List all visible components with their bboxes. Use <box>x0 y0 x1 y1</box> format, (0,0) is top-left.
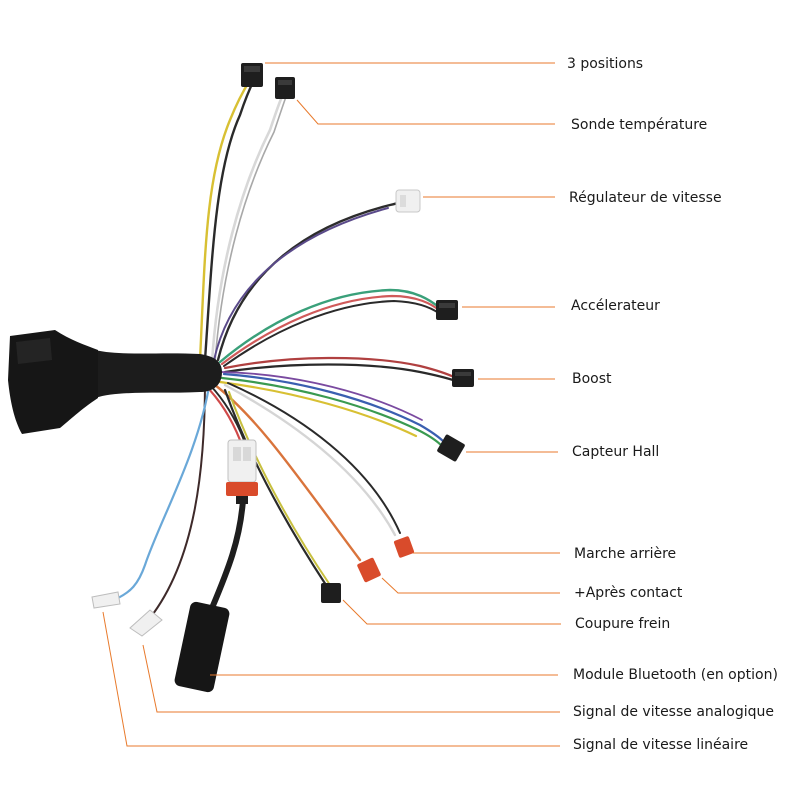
wire-accelerateur-black <box>223 300 441 367</box>
label-coupure-frein: Coupure frein <box>575 616 670 632</box>
wire-accelerateur-red <box>220 294 442 366</box>
wire-sonde-temperature-2 <box>214 93 288 363</box>
wire-boost-2 <box>223 363 458 383</box>
label-apres-contact: +Après contact <box>574 585 683 601</box>
wire-marche-arriere-1 <box>223 383 397 537</box>
label-signal-lineaire: Signal de vitesse linéaire <box>573 737 748 753</box>
wire-accelerateur-green <box>218 288 442 364</box>
label-signal-analogique: Signal de vitesse analogique <box>573 704 774 720</box>
wire-boost-1 <box>223 356 458 380</box>
wire-signal-lineaire <box>116 378 212 600</box>
leader-signal-analogique <box>142 644 560 713</box>
leader-lines <box>102 62 561 747</box>
wire-central-connector <box>203 383 242 442</box>
connector-boost <box>452 369 474 387</box>
label-module-bluetooth: Module Bluetooth (en option) <box>573 667 778 683</box>
wire-hall-purple <box>221 371 423 421</box>
connector-regulateur <box>395 189 421 213</box>
label-3-positions: 3 positions <box>567 56 643 72</box>
wire-bluetooth <box>209 497 246 611</box>
connector-apres-contact <box>357 557 381 583</box>
label-sonde-temperature: Sonde température <box>571 117 707 133</box>
wire-regulateur <box>216 200 402 362</box>
wire-signal-analogique <box>149 379 206 619</box>
connector-accelerateur <box>436 300 458 320</box>
callout-labels: 3 positions Sonde température Régulateur… <box>567 56 778 753</box>
connector-central-white-red <box>226 439 258 504</box>
connector-signal-analogique <box>129 609 163 637</box>
wire-hall-blue <box>222 372 446 444</box>
wire-hall-green <box>220 376 444 448</box>
harness-main-connector <box>8 330 222 434</box>
wire-3-positions-2 <box>203 78 256 362</box>
wire-coupure-frein-1 <box>223 388 328 587</box>
wire-sonde-temperature <box>210 90 286 364</box>
wire-marche-arriere-2 <box>227 382 401 534</box>
label-regulateur-vitesse: Régulateur de vitesse <box>569 190 722 206</box>
label-marche-arriere: Marche arrière <box>574 546 676 562</box>
wire-coupure-frein-2 <box>228 391 331 586</box>
leader-coupure-frein <box>342 599 561 625</box>
connector-marche-arriere <box>393 536 415 558</box>
connector-3-positions <box>241 63 263 87</box>
label-boost: Boost <box>572 371 612 387</box>
leader-signal-lineaire <box>102 611 560 747</box>
connector-coupure-frein <box>321 583 341 603</box>
label-accelerateur: Accélerateur <box>571 298 660 314</box>
wire-3-positions <box>198 78 252 362</box>
bluetooth-module <box>174 601 230 693</box>
wire-hall-yellow <box>218 380 418 438</box>
harness-wires <box>116 78 458 619</box>
connector-signal-lineaire <box>91 591 121 609</box>
label-capteur-hall: Capteur Hall <box>572 444 659 460</box>
wire-central-connector-2 <box>209 384 245 441</box>
wire-regulateur-2 <box>213 207 389 361</box>
leader-apres-contact <box>381 577 560 594</box>
connector-sonde-temperature <box>275 77 295 99</box>
connector-capteur-hall <box>437 434 465 462</box>
leader-sonde-temperature <box>296 99 555 125</box>
